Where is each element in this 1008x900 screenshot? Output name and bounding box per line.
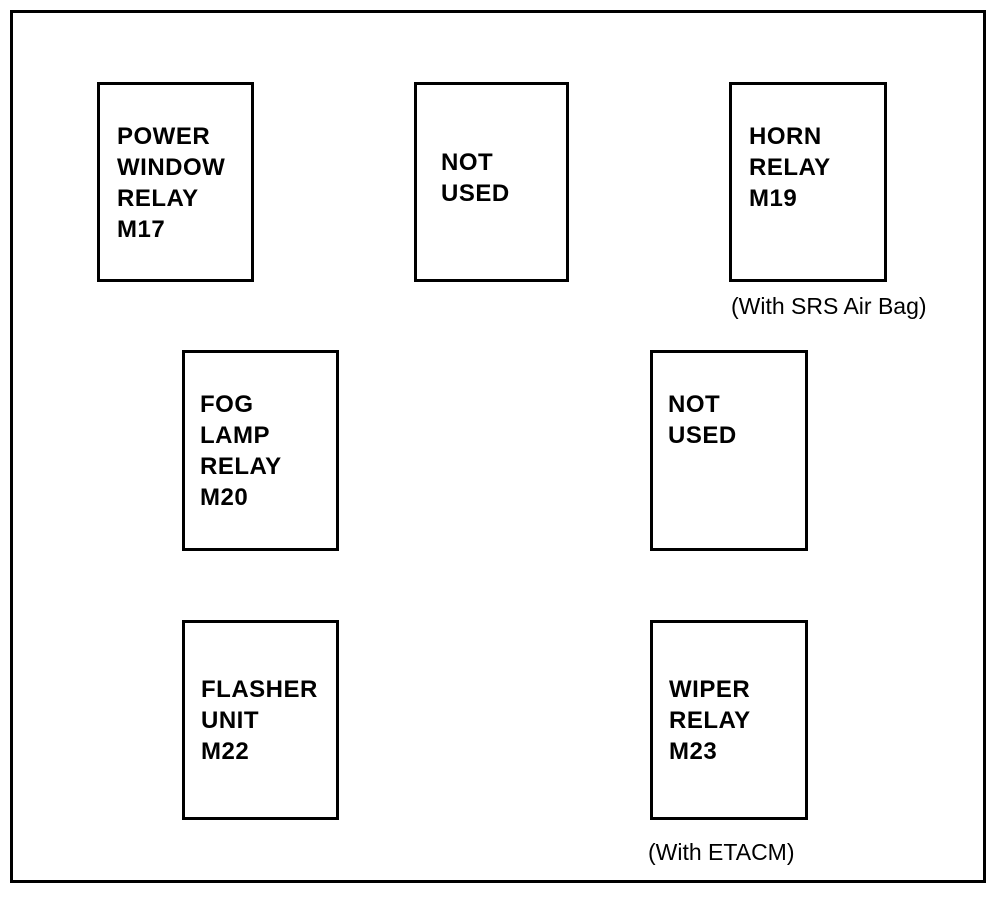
label-line: WINDOW — [117, 154, 226, 181]
label-line: WIPER — [669, 676, 751, 703]
flasher-unit-box: FLASHER UNIT M22 — [182, 620, 339, 820]
wiper-relay-box: WIPER RELAY M23 — [650, 620, 808, 820]
label-line: M23 — [669, 738, 718, 765]
flasher-unit-label: FLASHER UNIT M22 — [201, 674, 318, 767]
label-line: NOT — [668, 391, 721, 418]
label-line: RELAY — [749, 154, 831, 181]
label-line: LAMP — [200, 422, 270, 449]
label-line: NOT — [441, 149, 494, 176]
fog-lamp-relay-box: FOG LAMP RELAY M20 — [182, 350, 339, 551]
horn-relay-box: HORN RELAY M19 — [729, 82, 887, 282]
label-line: RELAY — [200, 453, 282, 480]
label-line: M17 — [117, 216, 166, 243]
label-line: FLASHER — [201, 676, 318, 703]
power-window-relay-box: POWER WINDOW RELAY M17 — [97, 82, 254, 282]
etacm-note: (With ETACM) — [648, 839, 795, 865]
label-line: M19 — [749, 185, 798, 212]
not-used-label-top: NOT USED — [441, 147, 510, 209]
not-used-relay-box-middle: NOT USED — [650, 350, 808, 551]
not-used-label-middle: NOT USED — [668, 389, 737, 451]
horn-relay-label: HORN RELAY M19 — [749, 121, 831, 214]
srs-air-bag-note: (With SRS Air Bag) — [731, 293, 927, 319]
fog-lamp-relay-label: FOG LAMP RELAY M20 — [200, 389, 282, 513]
label-line: USED — [668, 422, 737, 449]
power-window-relay-label: POWER WINDOW RELAY M17 — [117, 121, 225, 245]
label-line: UNIT — [201, 707, 259, 734]
wiper-relay-label: WIPER RELAY M23 — [669, 674, 751, 767]
label-line: RELAY — [669, 707, 751, 734]
label-line: RELAY — [117, 185, 199, 212]
label-line: M22 — [201, 738, 250, 765]
label-line: FOG — [200, 391, 254, 418]
label-line: POWER — [117, 123, 211, 150]
label-line: USED — [441, 180, 510, 207]
label-line: HORN — [749, 123, 822, 150]
not-used-relay-box-top: NOT USED — [414, 82, 569, 282]
label-line: M20 — [200, 484, 249, 511]
relay-panel — [10, 10, 986, 883]
